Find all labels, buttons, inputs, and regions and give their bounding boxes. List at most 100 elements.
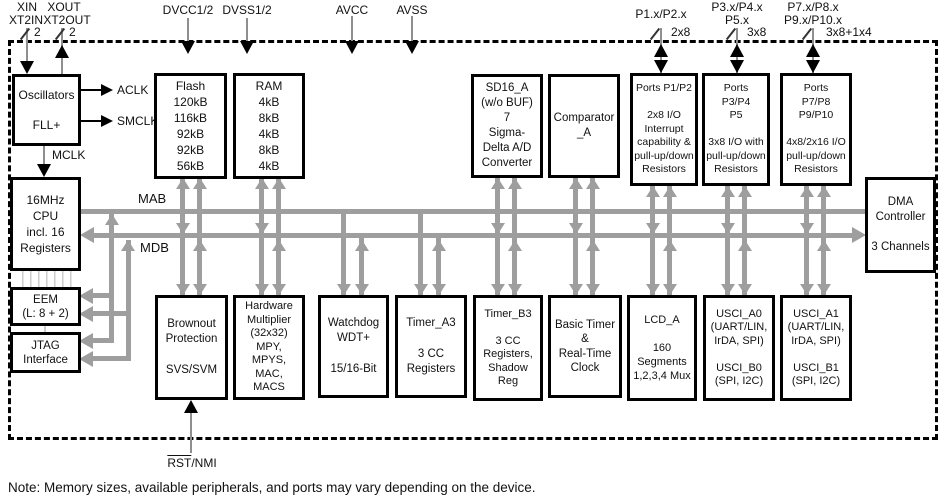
- rst-arrowhead: [184, 400, 198, 413]
- arrowhead-up: [817, 240, 831, 251]
- bus-width-label-p3-p5: 3x8: [747, 25, 767, 39]
- port-p7p10-up-arrowhead: [806, 44, 820, 57]
- arrowhead-up: [586, 240, 600, 251]
- pin-label-xt2out: XT2OUT: [43, 13, 91, 27]
- timera3-bus-line-right: [436, 234, 441, 295]
- mdb-right-arrowhead: [852, 227, 866, 243]
- bus-width-label-xout: 2: [69, 25, 76, 39]
- arrowhead-up: [646, 186, 660, 197]
- flash-bus-line-left: [180, 178, 185, 295]
- usci-a0-b0-block: USCI_A0 (UART/LIN, IrDA, SPI) USCI_B0 (S…: [703, 295, 775, 401]
- ports-p3p4p5-block: Ports P3/P4 P5 3x8 I/O with pull-up/down…: [702, 73, 770, 186]
- pin-label-dvcc: DVCC1/2: [162, 3, 214, 17]
- sd16-bus-line-right: [512, 178, 517, 295]
- pin-label-p5: P5.x: [724, 13, 749, 27]
- port-p7p10-down-arrowhead: [806, 60, 820, 73]
- arrowhead-down: [646, 223, 660, 234]
- bus-width-slash: [801, 27, 813, 41]
- eem-jtag-link-line: [44, 326, 46, 332]
- ram-bus-line-right: [276, 178, 281, 295]
- pin-label-xin: XIN: [16, 0, 37, 14]
- avss-arrowhead: [405, 41, 419, 54]
- arrowhead-up: [193, 178, 207, 189]
- arrowhead-down: [586, 284, 600, 295]
- eem-feed-line-2: [92, 311, 131, 316]
- port-p3p5-up-arrowhead: [730, 44, 744, 57]
- dvcc-signal-line: [187, 18, 189, 43]
- arrowhead-down: [721, 284, 735, 295]
- arrowhead-down: [255, 223, 269, 234]
- arrowhead-up: [817, 186, 831, 197]
- xin-signal-line: [26, 28, 28, 64]
- sd16-block: SD16_A (w/o BUF) 7 Sigma- Delta A/D Conv…: [471, 74, 543, 178]
- ram-block: RAM 4kB 8kB 4kB 8kB 4kB: [233, 73, 305, 179]
- nmi-label: /NMI: [191, 456, 217, 470]
- arrowhead-up: [663, 240, 677, 251]
- arrowhead-up: [193, 240, 207, 251]
- bus-width-label-p7-p10: 3x8+1x4: [826, 25, 872, 39]
- jtag-block: JTAG Interface: [10, 332, 81, 373]
- avcc-signal-line: [351, 16, 353, 43]
- rst-label-overlined: RST: [167, 456, 192, 470]
- arrowhead-up: [176, 178, 190, 189]
- rst-signal-line: [190, 413, 192, 453]
- arrowhead-down: [569, 223, 583, 234]
- pin-label-xout: XOUT: [47, 0, 81, 14]
- arrowhead-down: [255, 284, 269, 295]
- eem-jtag-bus-line-b: [126, 240, 131, 361]
- aclk-signal-line: [81, 89, 103, 91]
- arrowhead-down: [414, 284, 428, 295]
- pin-label-avcc: AVCC: [335, 3, 369, 17]
- mdb-bus-label: MDB: [140, 240, 169, 255]
- comparator-bus-line-left: [573, 178, 578, 295]
- usci-a1-b1-block: USCI_A1 (UART/LIN, IrDA, SPI) USCI_B1 (S…: [780, 295, 852, 401]
- diagram-footnote: Note: Memory sizes, available peripheral…: [8, 480, 536, 495]
- cpu-eem-ribbon-lines: [22, 271, 74, 287]
- jtag-feed-arrowhead-2: [79, 351, 93, 367]
- smclk-arrowhead: [101, 115, 113, 127]
- bus-line-b-up-arrowhead: [121, 240, 135, 251]
- arrowhead-down: [193, 284, 207, 295]
- arrowhead-up: [508, 178, 522, 189]
- mdb-left-arrowhead: [80, 227, 94, 243]
- hardware-multiplier-block: Hardware Multiplier (32x32) MPY, MPYS, M…: [233, 295, 305, 400]
- eem-feed-line-1: [92, 293, 114, 298]
- p7p10-bus-line-left: [804, 186, 809, 295]
- dvcc-arrowhead: [181, 41, 195, 54]
- eem-feed-arrowhead-1: [79, 288, 93, 304]
- ports-p1p2-block: Ports P1/P2 2x8 I/O Interrupt capability…: [630, 73, 698, 186]
- bus-width-slash: [649, 27, 661, 41]
- oscillators-block: Oscillators FLL+: [12, 74, 81, 146]
- arrowhead-up: [272, 240, 286, 251]
- arrowhead-up: [663, 186, 677, 197]
- arrowhead-down: [491, 284, 505, 295]
- arrowhead-down: [721, 223, 735, 234]
- pin-label-avss: AVSS: [396, 3, 428, 17]
- pin-label-xt2in: XT2IN: [8, 13, 43, 27]
- dvss-signal-line: [246, 18, 248, 43]
- bus-width-slash: [54, 27, 66, 41]
- bus-width-label-p1-p2: 2x8: [671, 25, 691, 39]
- mclk-signal-line: [43, 145, 45, 166]
- xout-arrowhead: [55, 45, 69, 58]
- dvss-arrowhead: [240, 41, 254, 54]
- smclk-signal-line: [81, 120, 103, 122]
- smclk-label: SMCLK: [117, 114, 159, 128]
- pin-label-dvss: DVSS1/2: [222, 3, 272, 17]
- jtag-feed-line-2: [92, 356, 131, 361]
- p1p2-bus-line-left: [650, 186, 655, 295]
- lcd-a-block: LCD_A 160 Segments 1,2,3,4 Mux: [627, 295, 697, 401]
- arrowhead-up: [255, 178, 269, 189]
- arrowhead-down: [663, 284, 677, 295]
- arrowhead-up: [586, 178, 600, 189]
- timer-b3-block: Timer_B3 3 CC Registers, Shadow Reg: [473, 295, 543, 401]
- sd16-bus-line-left: [495, 178, 500, 295]
- bus-width-label-xin: 2: [34, 25, 41, 39]
- eem-block: EEM (L: 8 + 2): [10, 287, 81, 326]
- comparator-bus-line-right: [590, 178, 595, 295]
- arrowhead-down: [569, 284, 583, 295]
- arrowhead-up: [355, 240, 369, 251]
- arrowhead-up: [272, 178, 286, 189]
- watchdog-block: Watchdog WDT+ 15/16-Bit: [318, 295, 389, 398]
